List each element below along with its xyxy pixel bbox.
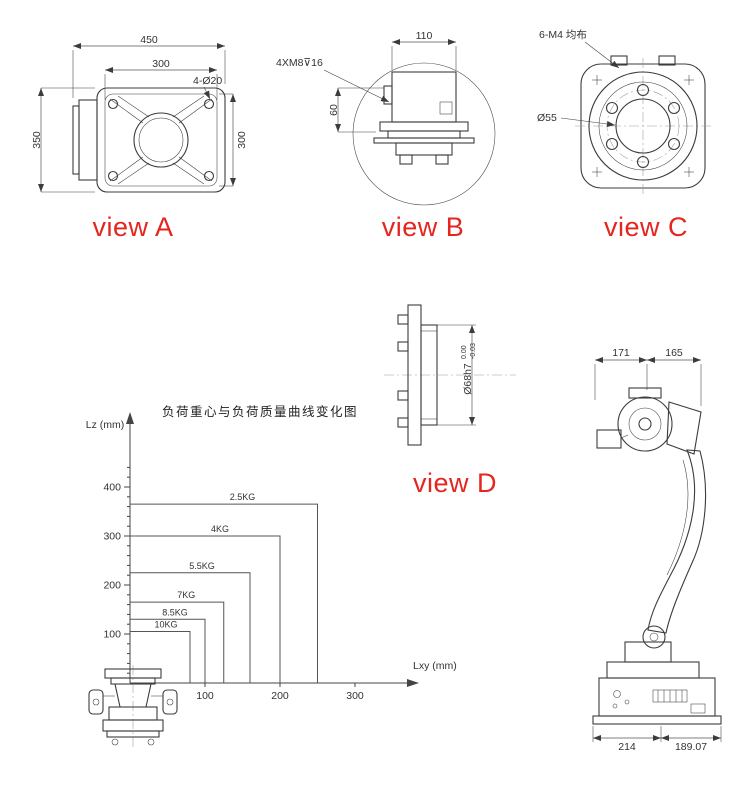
load-curve-label: 2.5KG — [230, 492, 256, 502]
load-curve — [130, 618, 206, 683]
holes-callout: 6-M4 均布 — [539, 29, 587, 41]
load-curve-label: 7KG — [177, 590, 195, 600]
dim-height-left: 60 — [328, 104, 340, 116]
holes-callout: 4-Ø20 — [193, 75, 222, 87]
view-a-label: view A — [92, 212, 174, 242]
dim-width-top: 110 — [416, 30, 433, 42]
view-b-drawing: 110 4XM8⊽16 60 — [276, 30, 496, 206]
y-tick-label: 100 — [103, 629, 121, 641]
dim-shaft-tol-lower: -0.03 — [470, 343, 477, 359]
view-d-label: view D — [412, 468, 497, 498]
load-curve-label: 10KG — [154, 620, 177, 630]
x-axis-label: Lxy (mm) — [413, 660, 457, 672]
dim-top-right: 165 — [665, 347, 683, 359]
dim-bottom-right: 189.07 — [675, 741, 707, 753]
view-c-drawing: 6-M4 均布 Ø55 — [537, 29, 711, 194]
load-curve — [130, 572, 251, 683]
y-tick-label: 200 — [103, 580, 121, 592]
x-tick-label: 200 — [271, 690, 289, 702]
load-curve — [130, 535, 281, 683]
dim-bottom-left: 214 — [618, 741, 636, 753]
y-axis-label: Lz (mm) — [86, 419, 125, 431]
y-tick-label: 300 — [103, 531, 121, 543]
y-tick-label: 400 — [103, 482, 121, 494]
x-tick-label: 300 — [346, 690, 364, 702]
load-curve-label: 8.5KG — [162, 607, 188, 617]
bore-callout: Ø55 — [537, 112, 557, 124]
x-axis-arrow — [407, 679, 419, 687]
load-curve-chart: 100 200 300 400 100 200 300 2.5KG 4KG 5.5KG 7KG 8.5… — [86, 404, 457, 702]
dim-shaft: Ø68h7 — [462, 363, 474, 395]
load-curve — [130, 601, 225, 683]
dim-width-total: 450 — [140, 34, 158, 46]
robot-base-front-drawing — [88, 665, 178, 749]
load-curve-label: 5.5KG — [189, 561, 215, 571]
dim-height-total: 350 — [31, 131, 43, 149]
dim-top-left: 171 — [612, 347, 630, 359]
load-curve — [130, 631, 191, 683]
load-curve-label: 4KG — [211, 524, 229, 534]
view-c-label: view C — [603, 212, 688, 242]
view-a-drawing: 450 300 4-Ø20 350 300 — [31, 34, 248, 193]
view-d-drawing: Ø68h7 0.00 -0.03 — [384, 304, 516, 446]
load-curve — [130, 503, 318, 683]
thread-callout: 4XM8⊽16 — [276, 57, 323, 69]
x-tick-label: 100 — [196, 690, 214, 702]
dim-width-inner: 300 — [152, 58, 170, 70]
view-b-label: view B — [381, 212, 465, 242]
dim-shaft-tol-upper: 0.00 — [461, 345, 468, 359]
chart-title: 负荷重心与负荷质量曲线变化图 — [162, 404, 358, 419]
dim-height-inner: 300 — [236, 131, 248, 149]
y-axis-arrow — [126, 412, 134, 424]
robot-side-view-drawing: 171 165 214 189.07 — [592, 347, 722, 753]
